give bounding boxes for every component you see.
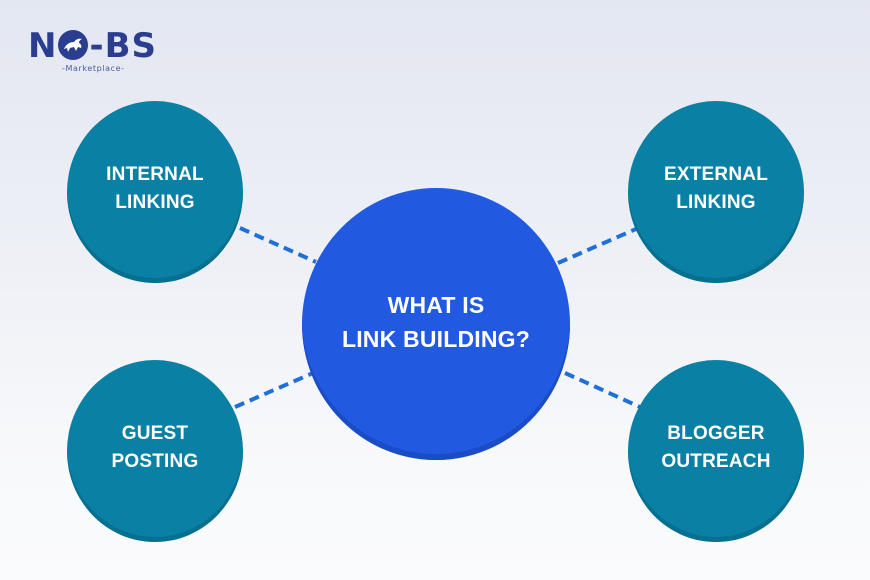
node-blogger-outreach: BLOGGER OUTREACH	[628, 360, 804, 542]
node-guest-posting: GUEST POSTING	[67, 360, 243, 542]
logo-wordmark: N -BS	[28, 26, 157, 66]
logo-letter-n: N	[28, 26, 58, 66]
connector-internal	[239, 226, 317, 264]
connector-blogger	[564, 371, 641, 409]
center-label: WHAT IS LINK BUILDING?	[341, 292, 531, 352]
brand-logo: N -BS -Marketplace-	[28, 26, 173, 78]
connector-external	[557, 227, 637, 265]
logo-letters-bs: -BS	[89, 26, 157, 66]
node-internal-linking: INTERNAL LINKING	[67, 101, 243, 283]
connector-guest	[234, 371, 314, 409]
node-label: INTERNAL LINKING	[106, 164, 204, 213]
node-center-what-is-link-building: WHAT IS LINK BUILDING?	[302, 188, 570, 460]
node-label: BLOGGER OUTREACH	[661, 423, 771, 472]
logo-tagline: -Marketplace-	[62, 64, 125, 73]
node-label: EXTERNAL LINKING	[664, 164, 768, 213]
bull-icon	[58, 30, 89, 60]
node-label: GUEST POSTING	[111, 423, 199, 472]
node-external-linking: EXTERNAL LINKING	[628, 101, 804, 283]
